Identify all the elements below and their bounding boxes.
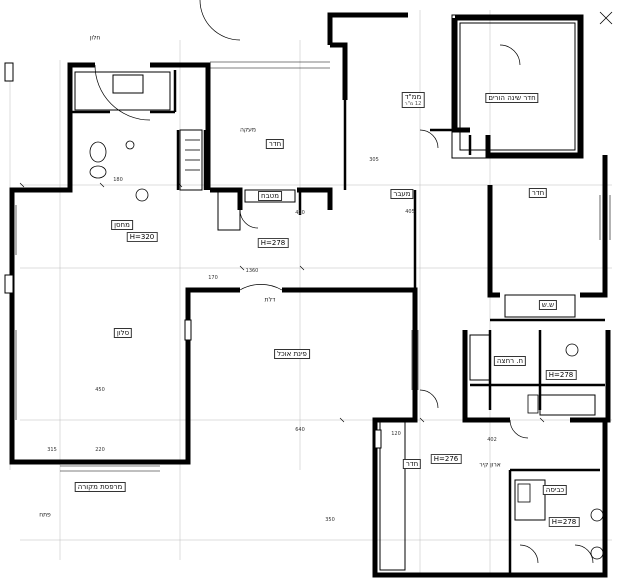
fixtures xyxy=(89,139,604,560)
room-label-bath: ח. רחצה xyxy=(493,356,527,366)
annotation-note: ארון קיר xyxy=(479,461,501,469)
height-tag: H=276 xyxy=(430,454,462,464)
dimension-value: 450 xyxy=(95,387,105,393)
room-label-service: מחסן xyxy=(111,220,133,230)
dimension-value: 410 xyxy=(295,210,305,216)
dimension-ticks xyxy=(19,182,545,423)
annotation-note: חלון xyxy=(89,34,101,42)
mamad-hatch xyxy=(451,14,584,159)
dimension-value: 180 xyxy=(113,177,123,183)
door-swings xyxy=(94,0,594,564)
interior-walls xyxy=(70,70,605,575)
dimension-value: 1360 xyxy=(245,268,259,274)
dimension-value: 315 xyxy=(47,447,57,453)
dimension-value: 120 xyxy=(391,431,401,437)
room-label-kitchen: מטבח xyxy=(258,191,282,201)
room-label-wc: ש.ש xyxy=(538,300,558,310)
room-label-living: סלון xyxy=(113,328,133,338)
annotation-note: מעקה xyxy=(239,126,257,134)
columns xyxy=(4,62,382,449)
height-tag: H=278 xyxy=(257,238,289,248)
dimension-value: 170 xyxy=(208,275,218,281)
room-label-laundry: כביסה xyxy=(542,485,568,495)
dimension-value: 350 xyxy=(325,517,335,523)
windows xyxy=(9,61,611,472)
dimension-value: 640 xyxy=(295,427,305,433)
annotation-note: דלת xyxy=(264,296,276,304)
annotation-note: פתח xyxy=(39,511,51,519)
room-label-master: חדר שינה הורים xyxy=(485,93,539,103)
room-label-bed2: חדר xyxy=(528,188,548,198)
room-label-terrace: מרפסת מקורה xyxy=(74,482,126,492)
dimension-value: 220 xyxy=(95,447,105,453)
dimension-value: 402 xyxy=(487,437,497,443)
dimension-value: 405 xyxy=(405,209,415,215)
room-label-room-s: חדר xyxy=(265,139,285,149)
frame-marks xyxy=(599,11,613,25)
height-tag: H=278 xyxy=(545,370,577,380)
partitions xyxy=(74,71,596,571)
room-label-dining: פינת אוכל xyxy=(274,349,310,359)
room-label-room-se: חדר xyxy=(402,459,422,469)
dimension-value: 305 xyxy=(369,157,379,163)
height-tag: H=278 xyxy=(548,517,580,527)
room-label-corridor: מעבר xyxy=(390,189,414,199)
height-tag: H=320 xyxy=(126,232,158,242)
exterior-walls xyxy=(9,12,611,578)
